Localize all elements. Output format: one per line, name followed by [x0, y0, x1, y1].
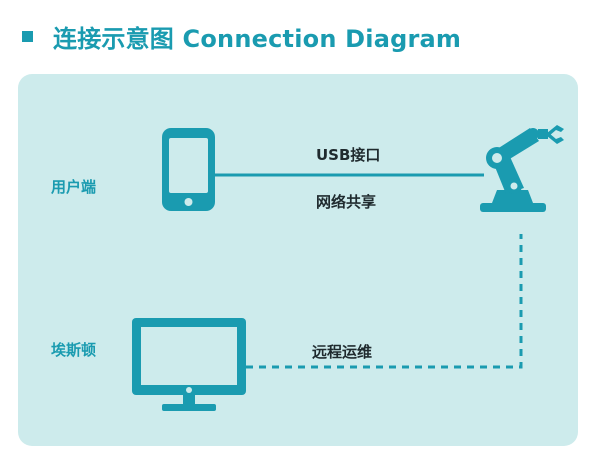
remote-connection-line [246, 234, 523, 369]
smartphone-icon [162, 128, 215, 211]
robot-arm-icon [480, 125, 564, 212]
client-label: 用户端 [51, 178, 97, 196]
remote-label: 远程运维 [312, 343, 373, 361]
page-title: 连接示意图 Connection Diagram [22, 16, 461, 56]
network-label: 网络共享 [316, 193, 377, 211]
monitor-icon [132, 318, 246, 411]
aisi-label: 埃斯顿 [51, 341, 97, 359]
title-text: 连接示意图 Connection Diagram [53, 24, 462, 53]
diagram-panel [18, 74, 578, 446]
square-bullet-icon [22, 30, 33, 42]
usb-label: USB接口 [316, 146, 381, 164]
